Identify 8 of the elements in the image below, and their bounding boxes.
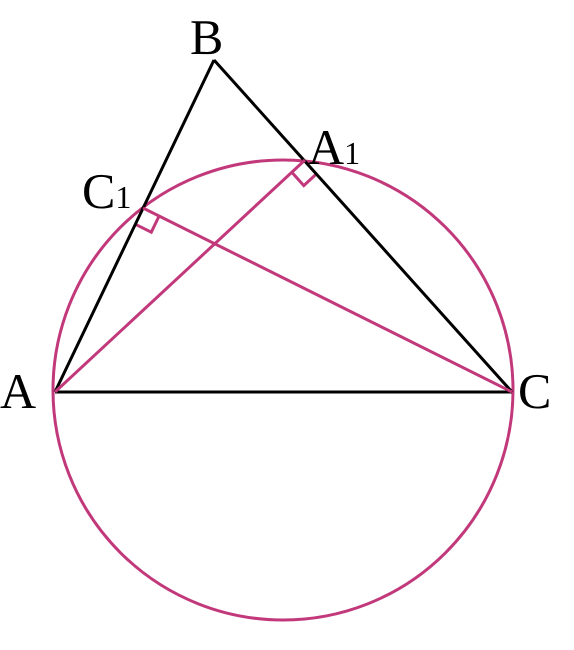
line-segment (55, 390, 512, 394)
line-segment (212, 59, 514, 393)
point-label: A (0, 366, 36, 416)
line-segment (54, 158, 306, 394)
point-label: C (518, 366, 552, 416)
line-segment (142, 206, 513, 394)
line-segment (54, 59, 216, 393)
point-label: B (190, 12, 224, 62)
